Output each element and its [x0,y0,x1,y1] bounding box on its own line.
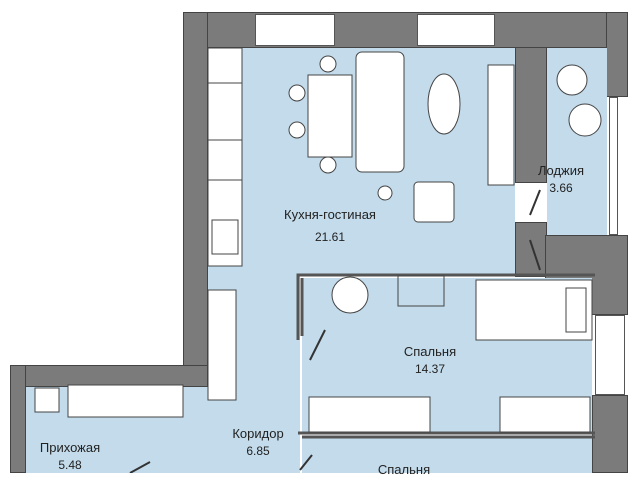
desk [499,396,591,433]
room-label-loggia: Лоджия 3.66 [481,163,640,196]
coffee-table [427,73,461,135]
room-name: Прихожая [39,440,101,455]
room-name: Спальня [403,344,457,359]
loggia-chair [556,64,588,96]
sofa [355,51,405,173]
room-label-kitchen-living: Кухня-гостиная 21.61 [250,207,410,245]
pillow [565,287,587,333]
room-name: Спальня [377,462,431,477]
room-area: 14.37 [414,362,446,376]
window-loggia [609,97,618,235]
room-name: Коридор [232,426,284,441]
stove [207,139,243,181]
sink [211,219,239,255]
room-name: Кухня-гостиная [284,207,376,222]
room-area: 21.61 [314,230,346,244]
window-bedroom [595,315,625,395]
wall-left-upper [183,12,208,387]
wardrobe-bedroom [308,396,431,433]
room-bedroom-2 [302,437,592,473]
loggia-table [568,103,602,137]
floor-lamp [377,185,393,201]
window-kitchen-1 [255,14,335,46]
dining-table [307,74,353,158]
room-area: 3.66 [549,181,573,195]
chair [319,55,337,73]
chair [288,84,306,102]
tv-stand [487,64,515,186]
partition-bedroom [296,273,595,439]
room-label-corridor: Коридор 6.85 [178,426,338,459]
bedroom-armchair [331,276,369,314]
armchair [413,181,455,223]
window-kitchen-2 [417,14,495,46]
wall-living-loggia [515,47,547,183]
room-label-hallway: Прихожая 5.48 [0,440,150,473]
room-area: 5.48 [58,458,82,472]
fridge [207,47,243,84]
crib [397,275,445,307]
wardrobe-corridor [207,289,237,401]
shoe-cabinet [34,387,60,413]
room-area: 6.85 [246,444,270,458]
wardrobe-hall [67,384,184,418]
chair [319,156,337,174]
room-label-bedroom-2: Спальня [324,462,484,477]
room-label-bedroom-1: Спальня 14.37 [350,344,510,377]
chair [288,121,306,139]
door-swing [129,189,541,473]
room-name: Лоджия [537,163,585,178]
